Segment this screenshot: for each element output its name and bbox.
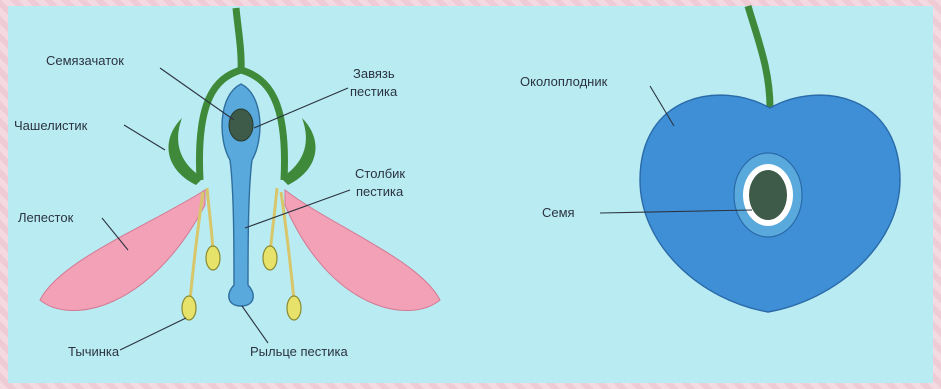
label-style-line1: Столбик (355, 166, 405, 181)
petal-right (285, 190, 440, 311)
petal-left (40, 190, 205, 311)
label-stamen: Тычинка (68, 344, 120, 359)
label-ovary-line2: пестика (350, 84, 398, 99)
label-pericarp: Околоплодник (520, 74, 608, 89)
fruit-diagram (640, 6, 900, 312)
label-stigma: Рыльце пестика (250, 344, 348, 359)
label-style-line2: пестика (356, 184, 404, 199)
labels: Семязачаток Завязь пестика Чашелистик Ст… (14, 53, 608, 359)
seed (749, 170, 787, 220)
flower-stem (236, 8, 241, 72)
label-ovary-line1: Завязь (353, 66, 395, 81)
label-ovule: Семязачаток (46, 53, 124, 68)
label-petal: Лепесток (18, 210, 74, 225)
fruit-stem (748, 6, 770, 108)
ovule (229, 109, 253, 141)
label-seed: Семя (542, 205, 575, 220)
label-sepal: Чашелистик (14, 118, 88, 133)
